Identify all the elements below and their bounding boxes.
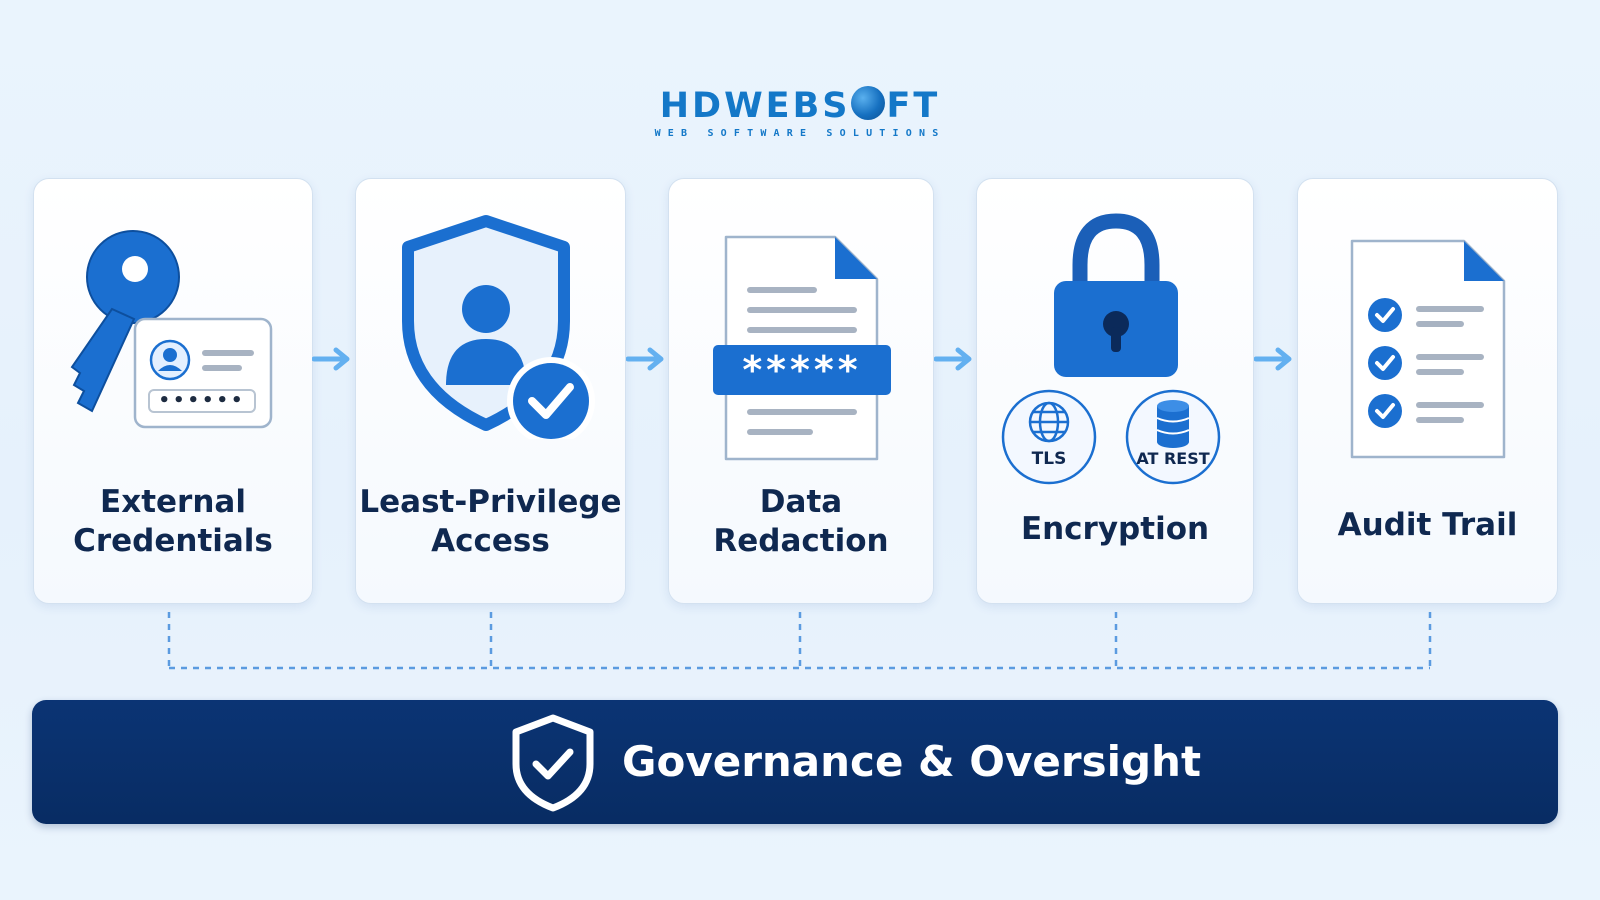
checklist-document-icon bbox=[1350, 239, 1506, 459]
checklist-items bbox=[1368, 298, 1484, 428]
flow-arrow-icon bbox=[312, 347, 350, 371]
password-mask: •••••• bbox=[158, 390, 245, 411]
flow-arrow-icon bbox=[934, 347, 972, 371]
database-icon bbox=[1156, 400, 1190, 448]
governance-label: Governance & Oversight bbox=[622, 737, 1202, 786]
tls-badge: TLS bbox=[1001, 389, 1097, 485]
logo-tagline: WEB SOFTWARE SOLUTIONS bbox=[654, 128, 946, 139]
key-id-card-icon: •••••• bbox=[70, 230, 273, 429]
globe-icon bbox=[1028, 401, 1070, 443]
hdwebsoft-logo: HDWEBS FT WEB SOFTWARE SOLUTIONS bbox=[650, 86, 950, 146]
shield-check-icon bbox=[512, 714, 594, 812]
at-rest-badge: AT REST bbox=[1125, 389, 1221, 485]
step-label: Least-Privilege Access bbox=[359, 484, 622, 559]
step-card-external-credentials: •••••• External Credentials bbox=[33, 178, 313, 604]
at-rest-label: AT REST bbox=[1136, 449, 1209, 468]
step-card-data-redaction: ***** Data Redaction bbox=[668, 178, 934, 604]
logo-text-part2: FT bbox=[886, 86, 941, 126]
step-label: Data Redaction bbox=[713, 484, 889, 559]
step-card-encryption: TLS AT REST Encryption bbox=[976, 178, 1254, 604]
governance-bar: Governance & Oversight bbox=[32, 700, 1558, 824]
redacted-document-icon: ***** bbox=[713, 235, 891, 461]
step-card-least-privilege: Least-Privilege Access bbox=[355, 178, 626, 604]
shield-user-check-icon bbox=[402, 215, 595, 439]
globe-icon bbox=[851, 86, 886, 120]
step-card-audit-trail: Audit Trail bbox=[1297, 178, 1558, 604]
step-label: Audit Trail bbox=[1337, 507, 1518, 543]
step-label: External Credentials bbox=[73, 484, 273, 559]
step-label: Encryption bbox=[1020, 511, 1210, 547]
tls-label: TLS bbox=[1032, 449, 1067, 469]
padlock-icon: TLS AT REST bbox=[1001, 213, 1221, 485]
logo-text-part1: HDWEBS bbox=[659, 86, 851, 126]
flow-arrow-icon bbox=[626, 347, 664, 371]
flow-arrow-icon bbox=[1254, 347, 1292, 371]
redaction-mask: ***** bbox=[742, 348, 861, 392]
logo-wordmark: HDWEBS FT bbox=[660, 86, 941, 126]
dashed-connectors bbox=[167, 612, 1432, 670]
